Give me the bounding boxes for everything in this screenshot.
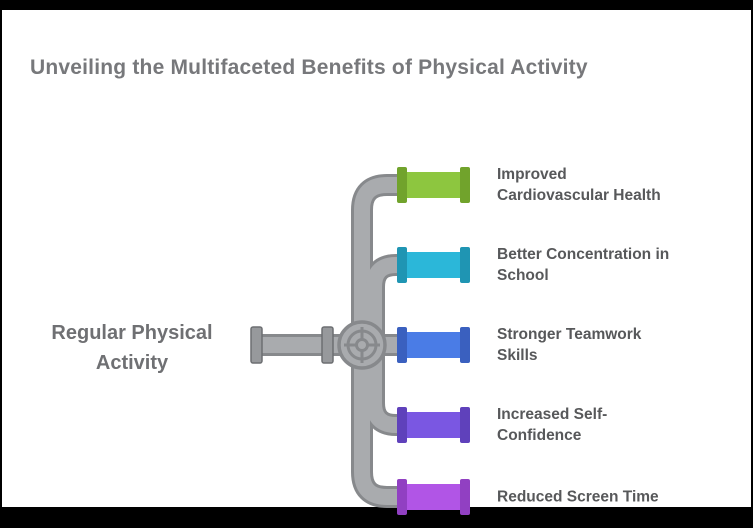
pipe-flange-right [460, 167, 470, 203]
pipe-flange-right [460, 407, 470, 443]
pipe-flange-left [397, 407, 407, 443]
pipe-flange-left [397, 327, 407, 363]
page-title: Unveiling the Multifaceted Benefits of P… [30, 56, 588, 79]
pipe-body [407, 332, 460, 358]
pipe-flange-right [460, 247, 470, 283]
valve-icon [337, 320, 387, 370]
benefit-pipe-segment [397, 407, 470, 443]
benefit-label: Increased Self-Confidence [497, 406, 608, 444]
benefit-pipe-segment [397, 479, 470, 515]
pipe-flange-right [460, 479, 470, 515]
pipe-flange-left [397, 479, 407, 515]
pipe-body [407, 412, 460, 438]
benefit-pipe-segment [397, 247, 470, 283]
pipe-flange-left [397, 167, 407, 203]
pipe-body [407, 172, 460, 198]
pipe-body [407, 252, 460, 278]
pipe-flange-right [460, 327, 470, 363]
benefit-label: Reduced Screen Time [497, 488, 659, 506]
pipe-flange-left [397, 247, 407, 283]
benefit-pipe-segment [397, 167, 470, 203]
pipe-body [407, 484, 460, 510]
benefit-pipe-segment [397, 327, 470, 363]
pipe-flanges [250, 326, 334, 364]
